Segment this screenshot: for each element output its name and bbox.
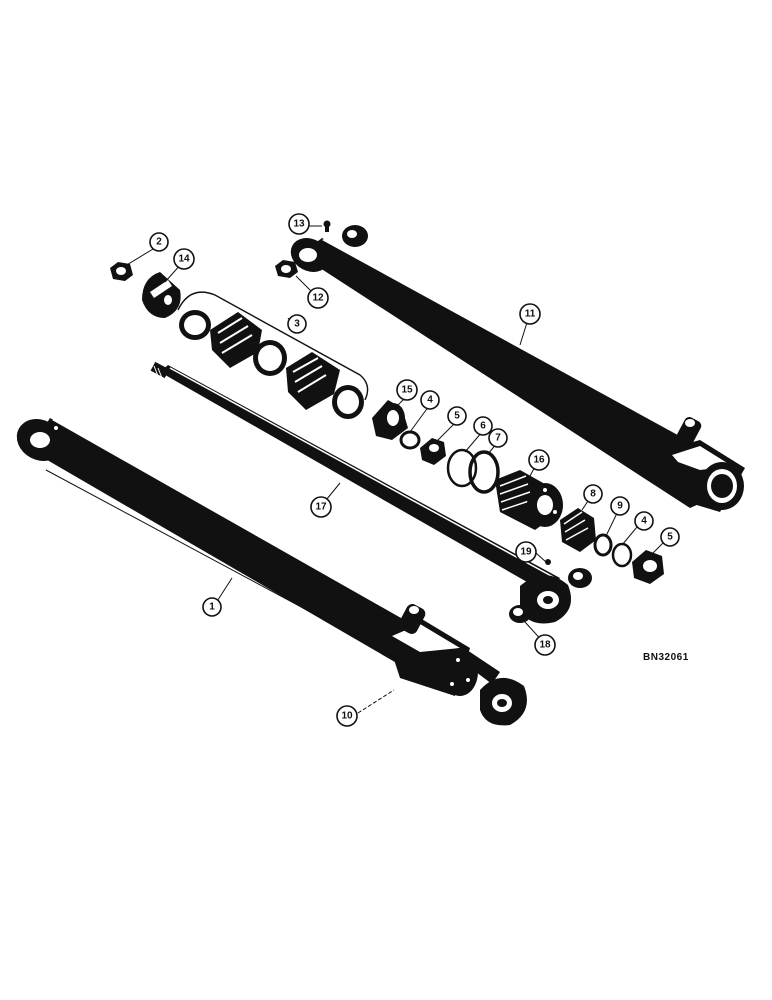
callout-12: 12: [307, 287, 329, 309]
svg-text:17: 17: [315, 502, 327, 513]
svg-text:8: 8: [590, 489, 596, 500]
callout-17: 17: [310, 496, 332, 518]
svg-text:4: 4: [427, 395, 433, 406]
cylinder-assembly-part-1: [16, 416, 527, 726]
svg-text:2: 2: [156, 237, 162, 248]
callout-15: 15: [396, 379, 418, 401]
callout-7: 7: [488, 428, 508, 448]
svg-text:5: 5: [454, 411, 460, 422]
svg-text:15: 15: [401, 385, 413, 396]
o-ring-part-4-right: [611, 542, 633, 568]
callout-10: 10: [336, 705, 358, 727]
o-ring-part-4-left: [399, 430, 421, 450]
bushing-part-15: [372, 400, 408, 440]
svg-text:10: 10: [341, 711, 353, 722]
svg-text:14: 14: [178, 254, 190, 265]
svg-text:13: 13: [293, 219, 305, 230]
callout-13: 13: [288, 213, 310, 235]
callout-5-left: 5: [447, 406, 467, 426]
callout-9: 9: [610, 496, 630, 516]
callout-16: 16: [528, 449, 550, 471]
nut-part-2: [110, 262, 133, 281]
svg-text:9: 9: [617, 501, 623, 512]
callout-14: 14: [173, 248, 195, 270]
bushing-part-5-right: [632, 550, 664, 584]
wear-ring-part-8: [560, 508, 596, 552]
callout-8: 8: [583, 484, 603, 504]
piston-rod-part-17: [150, 361, 572, 624]
bushing-upper: [342, 225, 368, 247]
svg-text:5: 5: [667, 532, 673, 543]
svg-text:7: 7: [495, 433, 501, 444]
svg-text:16: 16: [533, 455, 545, 466]
piston-retainer-part-14: [142, 272, 181, 318]
svg-text:4: 4: [641, 516, 647, 527]
callout-1: 1: [202, 597, 222, 617]
drawing-reference-code: BN32061: [643, 652, 689, 663]
svg-text:18: 18: [539, 640, 551, 651]
callout-11: 11: [519, 303, 541, 325]
svg-text:3: 3: [294, 319, 300, 330]
svg-text:6: 6: [480, 421, 486, 432]
o-ring-part-7: [468, 450, 500, 494]
callout-19: 19: [515, 541, 537, 563]
backup-ring-part-9: [593, 533, 613, 557]
bushing-rod-eye: [568, 568, 592, 588]
callout-2: 2: [149, 232, 169, 252]
callout-18: 18: [534, 634, 556, 656]
callout-4-left: 4: [420, 390, 440, 410]
svg-text:11: 11: [525, 309, 536, 320]
callout-5-right: 5: [660, 527, 680, 547]
svg-text:19: 19: [520, 547, 532, 558]
callout-3: 3: [287, 314, 307, 334]
bushing-part-18: [509, 605, 531, 623]
svg-text:12: 12: [312, 293, 324, 304]
svg-text:1: 1: [209, 602, 215, 613]
callout-6: 6: [473, 416, 493, 436]
cylinder-tube-part-11: [290, 236, 745, 512]
nut-part-12: [275, 260, 298, 278]
grease-fitting-part-19: [545, 559, 551, 565]
callout-4-right: 4: [634, 511, 654, 531]
piston-set-part-3: [177, 291, 369, 419]
grease-fitting-part-13: [323, 220, 331, 232]
backup-ring-part-6: [446, 448, 478, 488]
bushing-part-5-left: [420, 438, 446, 465]
gland-part-16: [495, 470, 563, 530]
